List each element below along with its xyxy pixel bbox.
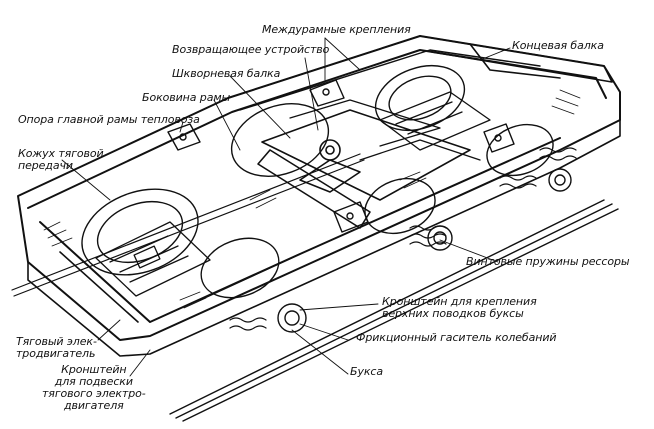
wheels-near bbox=[200, 123, 554, 299]
label-motor-suspension-bracket: Кронштейн для подвески тягового электро-… bbox=[42, 363, 146, 412]
label-frame-side: Боковина рамы bbox=[142, 91, 231, 104]
label-axle-box: Букса bbox=[350, 365, 383, 378]
label-return-device: Возвращающее устройство bbox=[172, 43, 330, 56]
frame-supports bbox=[167, 79, 515, 233]
rail-near bbox=[169, 199, 619, 422]
shading-hatch bbox=[43, 89, 581, 309]
cross-bracing bbox=[289, 99, 481, 161]
axle-boxes bbox=[277, 168, 572, 333]
coil-springs bbox=[229, 147, 577, 331]
traction-motor-2 bbox=[379, 91, 491, 151]
traction-motor-1 bbox=[95, 221, 211, 297]
label-coil-springs: Винтовые пружины рессоры bbox=[466, 255, 630, 268]
end-beam bbox=[419, 35, 613, 83]
wheels-far bbox=[81, 65, 466, 276]
side-beam-far bbox=[227, 35, 541, 111]
label-traction-gear-cover: Кожух тяговой передачи bbox=[18, 147, 104, 172]
bolster-beam bbox=[257, 109, 471, 229]
label-traction-motor: Тяговый элек- тродвигатель bbox=[16, 335, 97, 360]
label-axlebox-link-bracket: Кронштейн для крепления верхних поводков… bbox=[382, 295, 537, 320]
side-beam-near bbox=[27, 119, 621, 357]
label-friction-damper: Фрикционный гаситель колебаний bbox=[356, 331, 557, 344]
label-main-frame-support: Опора главной рамы тепловоза bbox=[18, 113, 200, 126]
label-inter-frame-bracing: Междурамные крепления bbox=[262, 23, 411, 36]
label-end-beam: Концевая балка bbox=[512, 39, 604, 52]
leader-lines bbox=[61, 37, 511, 377]
label-bolster-beam: Шкворневая балка bbox=[172, 67, 281, 80]
